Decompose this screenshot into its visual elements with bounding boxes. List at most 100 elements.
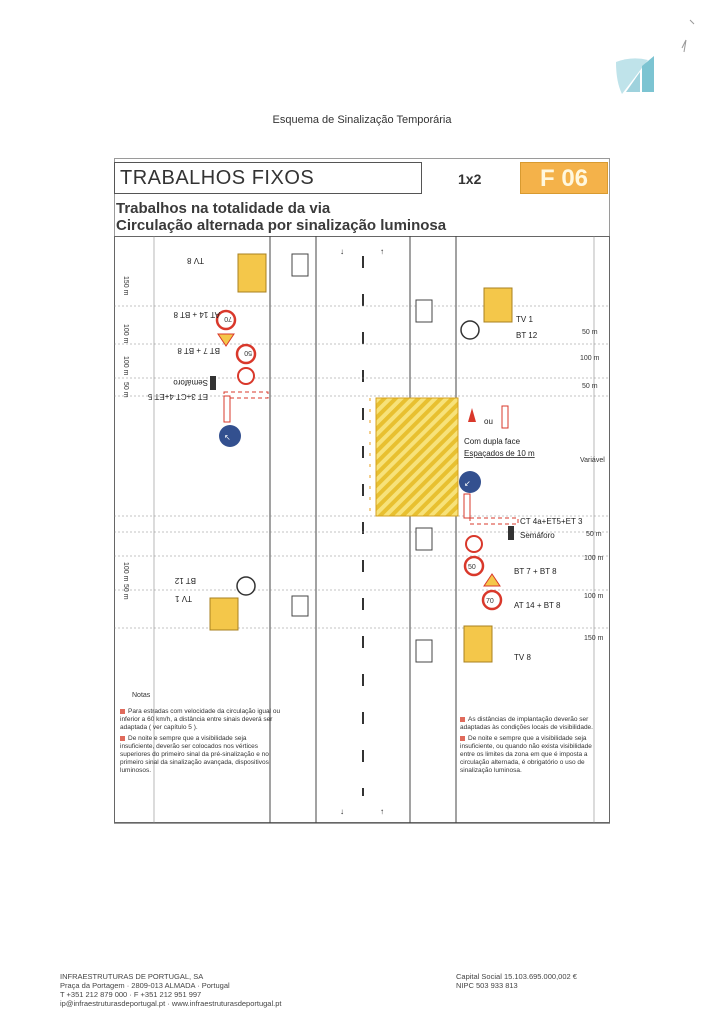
- tv1-work-sign-left: [209, 597, 239, 631]
- left-label-bt7-bt8: BT 7 + BT 8: [177, 346, 220, 355]
- notes-left: Para estradas com velocidade da circulaç…: [120, 708, 282, 778]
- speed-70-left-text: 70: [224, 315, 232, 322]
- panel-right-mid: [415, 527, 433, 551]
- right-label-variavel: Variável: [580, 457, 605, 464]
- chevron-post-left: [223, 395, 231, 423]
- left-dist-50a: 50 m: [122, 382, 129, 398]
- panel-right-bottom: [415, 639, 433, 663]
- left-label-at14-bt8: AT 14 + BT 8: [173, 310, 220, 319]
- panel-right-top: [415, 299, 433, 323]
- right-label-dupla-face: Com dupla face: [464, 437, 521, 446]
- arrow-down-bottom: ↓: [340, 807, 344, 816]
- subtitle-line-2: Circulação alternada por sinalização lum…: [116, 217, 447, 234]
- keep-right-arrow: ↙: [464, 479, 471, 488]
- right-dist-100c: 100 m: [584, 593, 604, 600]
- left-dist-50b: 50 m: [122, 584, 129, 600]
- footer-company: INFRAESTRUTURAS DE PORTUGAL, SA: [60, 972, 204, 981]
- tv8-work-sign-left: [237, 253, 267, 293]
- diagram-border: [114, 236, 610, 823]
- left-dist-100c: 100 m: [122, 562, 129, 582]
- right-label-ct4-et5-et3: CT 4a+ET5+ET 3: [520, 517, 583, 526]
- panel-left-top: [291, 253, 309, 277]
- note-right-1: As distâncias de implantação deverão ser…: [460, 716, 593, 731]
- keep-left-sign: [219, 425, 241, 447]
- right-label-ou: ou: [484, 417, 493, 426]
- handwritten-mark: [681, 19, 695, 53]
- left-dist-150: 150 m: [122, 276, 129, 296]
- right-dist-50c: 50 m: [586, 531, 602, 538]
- header-box: [114, 162, 422, 194]
- notes-right: As distâncias de implantação deverão ser…: [460, 716, 608, 778]
- right-label-tv8: TV 8: [514, 653, 531, 662]
- footer-phone: T +351 212 879 000 · F +351 212 951 997: [60, 990, 202, 999]
- subtitle-line-1: Trabalhos na totalidade da via: [116, 200, 331, 217]
- left-label-semaforo: Semáforo: [173, 378, 208, 387]
- header-title: TRABALHOS FIXOS: [120, 167, 315, 189]
- note-right-2: De noite e sempre que a visibilidade sej…: [460, 735, 592, 774]
- footer-address: INFRAESTRUTURAS DE PORTUGAL, SA Praça da…: [60, 972, 281, 1008]
- header-badge: F 06: [520, 162, 608, 194]
- tv8-work-sign-right: [463, 625, 493, 663]
- bullet-icon: [460, 716, 465, 722]
- keep-right-sign: [459, 471, 481, 493]
- speed-sign-50-left: [235, 343, 257, 365]
- footer-nipc: NIPC 503 933 813: [456, 981, 518, 990]
- right-dist-100a: 100 m: [580, 355, 600, 362]
- right-label-bt12: BT 12: [516, 331, 538, 340]
- bullet-icon: [120, 735, 125, 741]
- no-overtaking-sign-left: [237, 367, 255, 385]
- right-label-semaforo: Semáforo: [520, 531, 555, 540]
- right-label-bt7-bt8: BT 7 + BT 8: [514, 567, 557, 576]
- left-label-tv1: TV 1: [175, 594, 192, 603]
- note-left-2: De noite e sempre que a visibilidade sej…: [120, 735, 269, 774]
- barrier-left: [223, 391, 269, 399]
- footer-legal: Capital Social 15.103.695.000,002 € NIPC…: [456, 972, 577, 990]
- keep-left-arrow: ↖: [224, 433, 231, 442]
- left-dist-100a: 100 m: [122, 324, 129, 344]
- traffic-light-right: [508, 526, 514, 540]
- signage-diagram: ↓ ↑ ↓ ↑ TV 8 70 AT 14 + BT 8 50 BT 7 + B…: [114, 236, 610, 823]
- speed-50-right-text: 50: [468, 564, 476, 571]
- left-label-bt12: BT 12: [174, 576, 196, 585]
- left-label-tv8: TV 8: [187, 256, 204, 265]
- speed-sign-70-right: [481, 589, 503, 611]
- document-title: Esquema de Sinalização Temporária: [272, 114, 452, 126]
- warning-triangle-left: [217, 333, 235, 347]
- bullet-icon: [120, 708, 125, 714]
- footer-capital: Capital Social 15.103.695.000,002 €: [456, 972, 577, 981]
- tv1-work-sign-right: [483, 287, 513, 323]
- right-dist-100b: 100 m: [584, 555, 604, 562]
- no-overtaking-sign-right: [465, 535, 483, 553]
- panel-left-bottom: [291, 595, 309, 617]
- right-dist-50b: 50 m: [582, 383, 598, 390]
- barrier-right: [469, 517, 519, 525]
- footer-street: Praça da Portagem · 2809-013 ALMADA · Po…: [60, 981, 230, 990]
- delineator-icon: [501, 405, 509, 429]
- speed-sign-70-left: [215, 309, 237, 331]
- speed-sign-50-right: [463, 555, 485, 577]
- chevron-post-right: [463, 493, 471, 519]
- right-label-at14-bt8: AT 14 + BT 8: [514, 601, 561, 610]
- right-label-espacados: Espaçados de 10 m: [464, 449, 535, 458]
- arrow-down-top: ↓: [340, 247, 344, 256]
- notes-heading: Notas: [132, 692, 151, 699]
- right-label-tv1: TV 1: [516, 315, 533, 324]
- horizontal-guides: [114, 305, 610, 629]
- left-label-et3-ct4-et5: ET 3+CT 4+ET 5: [147, 392, 208, 401]
- right-dist-50a: 50 m: [582, 329, 598, 336]
- speed-70-right-text: 70: [486, 598, 494, 605]
- note-left-1: Para estradas com velocidade da circulaç…: [120, 708, 281, 731]
- arrow-up-bottom: ↑: [380, 807, 384, 816]
- arrow-up-top: ↑: [380, 247, 384, 256]
- cone-icon: [468, 408, 476, 422]
- end-restriction-sign-left: [236, 576, 256, 596]
- speed-50-left-text: 50: [244, 349, 252, 356]
- bullet-icon: [460, 735, 465, 741]
- traffic-light-left: [210, 376, 216, 390]
- end-restriction-sign-right: [460, 320, 480, 340]
- work-zone: [375, 397, 459, 517]
- company-logo: [616, 56, 654, 94]
- warning-triangle-right: [483, 573, 501, 587]
- left-dist-100b: 100 m: [122, 356, 129, 376]
- footer-contact-link[interactable]: ip@infraestruturasdeportugal.pt · www.in…: [60, 999, 282, 1008]
